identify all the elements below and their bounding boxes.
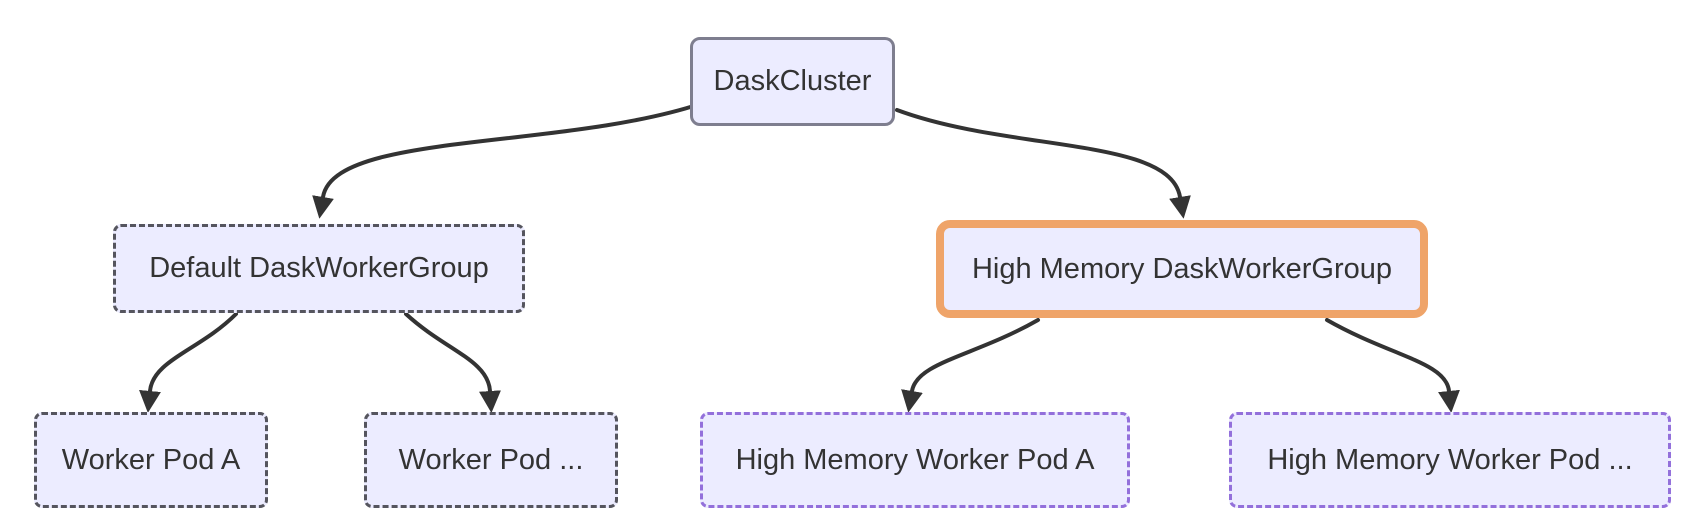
- edge-highmemgroup-to-hmworker-more: [1325, 318, 1460, 413]
- edge-defaultgroup-to-worker-more: [404, 312, 501, 413]
- node-default-daskworkergroup-label: Default DaskWorkerGroup: [149, 252, 489, 285]
- node-worker-pod-more: Worker Pod ...: [364, 412, 618, 508]
- edge-defaultgroup-to-worker-a: [139, 312, 238, 413]
- edge-daskcluster-to-defaultgroup: [312, 102, 702, 219]
- node-highmemory-daskworkergroup-label: High Memory DaskWorkerGroup: [971, 252, 1393, 285]
- node-highmemory-worker-pod-a: High Memory Worker Pod A: [700, 412, 1130, 508]
- node-daskcluster-label: DaskCluster: [713, 65, 872, 98]
- edge-daskcluster-to-highmemgroup: [895, 108, 1191, 219]
- node-highmemory-worker-pod-more: High Memory Worker Pod ...: [1229, 412, 1671, 508]
- node-highmemory-daskworkergroup: High Memory DaskWorkerGroup: [936, 220, 1428, 318]
- node-highmemory-worker-pod-a-label: High Memory Worker Pod A: [735, 443, 1095, 476]
- node-default-daskworkergroup: Default DaskWorkerGroup: [113, 224, 525, 313]
- node-daskcluster: DaskCluster: [690, 37, 895, 126]
- edge-highmemgroup-to-hmworker-a: [901, 318, 1040, 413]
- node-worker-pod-a-label: Worker Pod A: [61, 443, 241, 476]
- node-worker-pod-more-label: Worker Pod ...: [398, 443, 584, 476]
- node-highmemory-worker-pod-more-label: High Memory Worker Pod ...: [1267, 443, 1633, 476]
- node-worker-pod-a: Worker Pod A: [34, 412, 268, 508]
